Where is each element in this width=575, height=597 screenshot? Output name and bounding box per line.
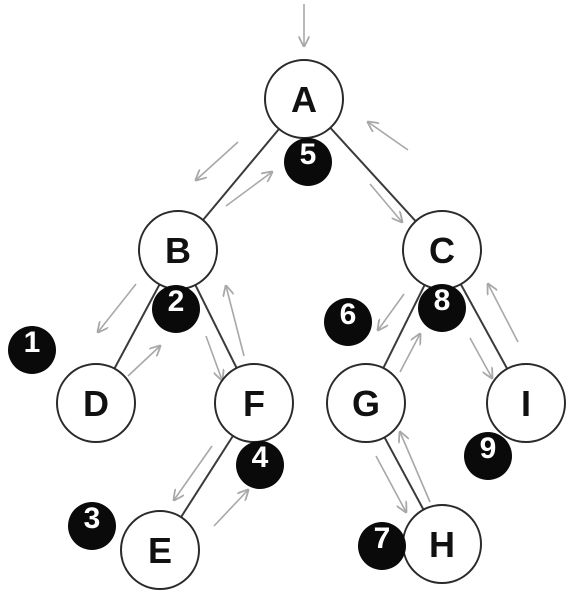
node-G: G xyxy=(326,363,406,443)
badge-number: 2 xyxy=(168,285,185,318)
traversal-arrow xyxy=(400,432,431,503)
node-label: B xyxy=(165,230,191,271)
order-badge-1: 1 xyxy=(8,326,56,374)
traversal-arrows xyxy=(98,4,519,527)
order-badge-5: 5 xyxy=(284,138,332,186)
traversal-arrow xyxy=(225,172,272,207)
node-H: H xyxy=(402,504,482,584)
node-E: E xyxy=(120,510,200,590)
traversal-arrow xyxy=(488,284,519,343)
badge-number: 5 xyxy=(300,138,317,171)
traversal-arrow xyxy=(469,337,492,378)
order-badge-6: 6 xyxy=(324,298,372,346)
nodes: A B C D F G I E H xyxy=(56,59,566,590)
traversal-arrow xyxy=(226,286,245,357)
node-label: C xyxy=(429,230,455,271)
node-circle xyxy=(326,363,406,443)
badge-circle xyxy=(152,285,200,333)
order-badge-2: 2 xyxy=(152,285,200,333)
order-badge-9: 9 xyxy=(464,432,512,480)
node-label: I xyxy=(521,383,531,424)
node-label: A xyxy=(291,79,317,120)
badge-circle xyxy=(418,284,466,332)
badge-number: 6 xyxy=(340,298,357,331)
order-badge-4: 4 xyxy=(236,441,284,489)
order-badge-3: 3 xyxy=(68,502,116,550)
traversal-arrow xyxy=(399,334,420,373)
traversal-arrow xyxy=(98,283,137,332)
node-C: C xyxy=(402,210,482,290)
badge-circle xyxy=(8,326,56,374)
traversal-arrow xyxy=(196,141,239,180)
badge-number: 9 xyxy=(480,432,497,465)
badge-number: 7 xyxy=(374,522,391,555)
node-circle xyxy=(486,363,566,443)
badge-number: 1 xyxy=(24,326,41,359)
traversal-arrow xyxy=(174,445,213,500)
badge-circle xyxy=(236,441,284,489)
order-badges: 1 2 3 4 5 6 7 8 9 xyxy=(8,138,512,570)
traversal-arrow xyxy=(369,183,402,222)
node-D: D xyxy=(56,363,136,443)
badge-number: 8 xyxy=(434,284,451,317)
node-label: H xyxy=(429,524,455,565)
traversal-arrow xyxy=(368,122,409,151)
order-badge-8: 8 xyxy=(418,284,466,332)
badge-circle xyxy=(464,432,512,480)
traversal-arrow xyxy=(378,293,405,330)
traversal-arrow xyxy=(205,335,222,380)
badge-circle xyxy=(358,522,406,570)
traversal-arrow xyxy=(213,490,248,527)
order-badge-7: 7 xyxy=(358,522,406,570)
node-circle xyxy=(120,510,200,590)
node-A: A xyxy=(264,59,344,139)
node-label: F xyxy=(243,383,265,424)
badge-number: 4 xyxy=(252,441,269,474)
badge-circle xyxy=(284,138,332,186)
node-I: I xyxy=(486,363,566,443)
badge-circle xyxy=(324,298,372,346)
node-B: B xyxy=(138,210,218,290)
badge-circle xyxy=(68,502,116,550)
node-F: F xyxy=(214,363,294,443)
traversal-arrow xyxy=(375,455,406,512)
node-circle xyxy=(264,59,344,139)
node-circle xyxy=(56,363,136,443)
node-label: G xyxy=(352,383,380,424)
node-label: E xyxy=(148,530,172,571)
node-label: D xyxy=(83,383,109,424)
badge-number: 3 xyxy=(84,502,101,535)
traversal-arrow xyxy=(127,346,160,377)
